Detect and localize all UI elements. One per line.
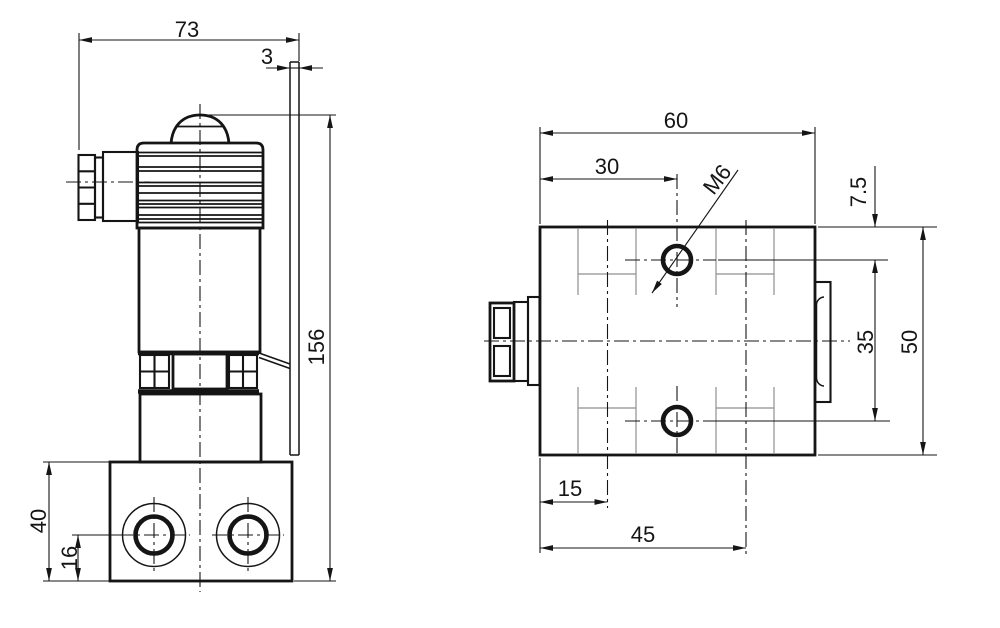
side-view-dimensions: 73 3 156 40 bbox=[26, 17, 336, 582]
dim-body-depth: 50 bbox=[818, 226, 937, 456]
top-view: 60 30 M6 7.5 35 bbox=[484, 108, 937, 554]
bracket-tab-top bbox=[813, 280, 832, 404]
tapped-hole-top bbox=[625, 174, 716, 307]
center-block bbox=[171, 352, 229, 391]
cable-connector-top bbox=[488, 295, 541, 387]
bracket-plate-side bbox=[258, 61, 300, 456]
top-view-part bbox=[484, 174, 890, 554]
nut-section bbox=[138, 350, 259, 394]
dim-hole-from-top: 7.5 bbox=[846, 166, 878, 227]
dim-hole-center-x: 30 bbox=[540, 154, 677, 182]
dim-label-156: 156 bbox=[304, 329, 329, 366]
dim-label-50: 50 bbox=[897, 330, 922, 354]
dim-hole-spacing: 35 bbox=[718, 259, 888, 421]
base-block bbox=[108, 460, 294, 583]
dim-body-width: 60 bbox=[539, 108, 816, 224]
dim-port2-x: 45 bbox=[540, 522, 746, 551]
dim-label-30: 30 bbox=[595, 154, 619, 179]
dim-port1-x: 15 bbox=[539, 458, 608, 553]
coil-body bbox=[135, 141, 265, 230]
dim-label-35: 35 bbox=[853, 330, 878, 354]
connector-housing bbox=[101, 150, 140, 223]
dim-label-7-5: 7.5 bbox=[846, 177, 871, 208]
dim-label-15: 15 bbox=[558, 476, 582, 501]
tapped-hole-bottom bbox=[625, 386, 890, 453]
top-view-dimensions: 60 30 M6 7.5 35 bbox=[539, 108, 937, 553]
cable-connector-side bbox=[66, 150, 150, 223]
thread-callout-label: M6 bbox=[698, 160, 737, 199]
dim-label-60: 60 bbox=[664, 108, 688, 133]
side-view-part bbox=[66, 61, 300, 592]
dim-label-45: 45 bbox=[631, 522, 655, 547]
dim-label-73: 73 bbox=[175, 17, 199, 42]
dim-port-center-height: 16 bbox=[57, 534, 119, 581]
dim-base-height: 40 bbox=[26, 461, 112, 582]
dim-label-3: 3 bbox=[261, 44, 273, 69]
port-left bbox=[118, 497, 190, 573]
dim-label-40: 40 bbox=[26, 509, 51, 533]
dim-bracket-thickness: 3 bbox=[261, 44, 323, 71]
connector-step bbox=[93, 156, 105, 219]
dim-label-16: 16 bbox=[57, 546, 82, 570]
port-right bbox=[212, 497, 284, 573]
dim-overall-width: 73 bbox=[78, 17, 300, 150]
dim-overall-height: 156 bbox=[202, 114, 336, 582]
connector-flange-top bbox=[526, 295, 541, 387]
side-view: 73 3 156 40 bbox=[26, 17, 336, 592]
